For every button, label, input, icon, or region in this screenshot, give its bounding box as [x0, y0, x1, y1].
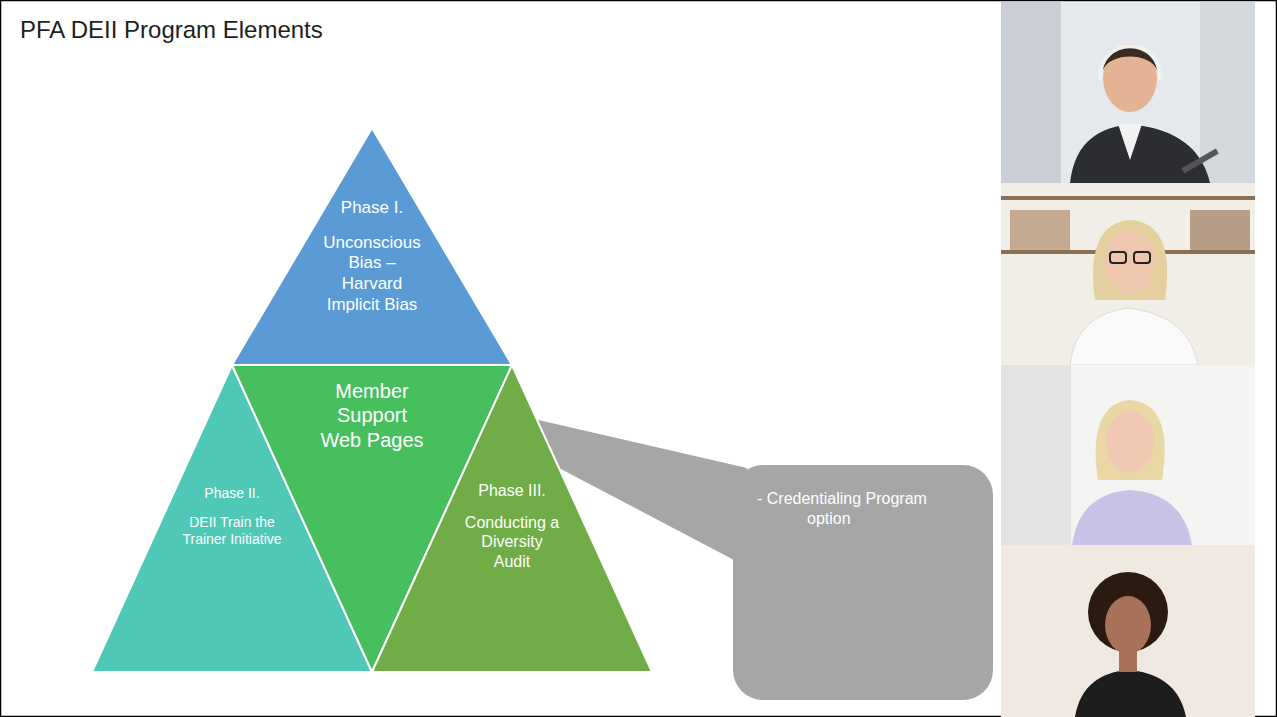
suit-jacket	[1070, 124, 1210, 183]
window-frame	[1001, 2, 1061, 183]
triangle-fill	[372, 365, 652, 672]
photo-ground	[1001, 183, 1255, 365]
glasses	[1110, 252, 1126, 263]
text-block: Phase I. Unconscious Bias – Harvard Impli…	[317, 198, 427, 316]
shelf	[1001, 196, 1255, 200]
photo-ground	[1001, 2, 1255, 183]
node-label: Member Support Web Pages	[314, 379, 430, 452]
callout-box: - Credentialing Program option	[733, 465, 993, 700]
photo-ground	[1001, 365, 1255, 545]
node-label: Conducting a Diversity Audit	[462, 513, 562, 572]
face	[1106, 411, 1154, 473]
triangle-fill	[232, 128, 512, 365]
glasses	[1134, 252, 1150, 263]
books	[1010, 210, 1070, 250]
striped-shirt	[1072, 490, 1192, 545]
slide-title: PFA DEII Program Elements	[20, 16, 323, 44]
photo-woman-glasses	[1001, 183, 1255, 365]
phase-heading: Phase I.	[317, 198, 427, 219]
phase-heading: Phase II.	[175, 485, 289, 502]
headphones	[1100, 46, 1160, 80]
node-label: Unconscious Bias – Harvard Implicit Bias	[317, 233, 427, 316]
books	[1190, 210, 1250, 250]
node-label: - Credentialing Program option	[757, 489, 967, 528]
phase-triangle: Phase I. Unconscious Bias – Harvard Impli…	[232, 128, 512, 365]
neck	[1119, 650, 1137, 672]
pen	[1181, 148, 1219, 173]
phase-triangle: Phase III. Conducting a Diversity Audit	[372, 365, 652, 672]
face	[1105, 596, 1151, 654]
window-frame	[1001, 365, 1071, 545]
black-top	[1075, 670, 1186, 717]
text-block: Member Support Web Pages	[314, 379, 430, 452]
hair	[1096, 400, 1165, 480]
face	[1105, 230, 1155, 294]
white-shirt	[1070, 308, 1198, 365]
text-block: Phase III. Conducting a Diversity Audit	[462, 481, 562, 571]
shirt-collar	[1118, 124, 1142, 160]
hair	[1093, 220, 1167, 300]
phase-heading: Phase III.	[462, 481, 562, 501]
photo-woman-curly	[1001, 545, 1255, 717]
text-block: - Credentialing Program option	[757, 489, 967, 528]
callout-fill	[733, 465, 993, 700]
photo-woman-striped	[1001, 365, 1255, 545]
photo-man	[1001, 2, 1255, 183]
photo-ground	[1001, 545, 1255, 717]
text-block: Phase II. DEII Train the Trainer Initiati…	[175, 485, 289, 548]
node-label: DEII Train the Trainer Initiative	[175, 514, 289, 548]
